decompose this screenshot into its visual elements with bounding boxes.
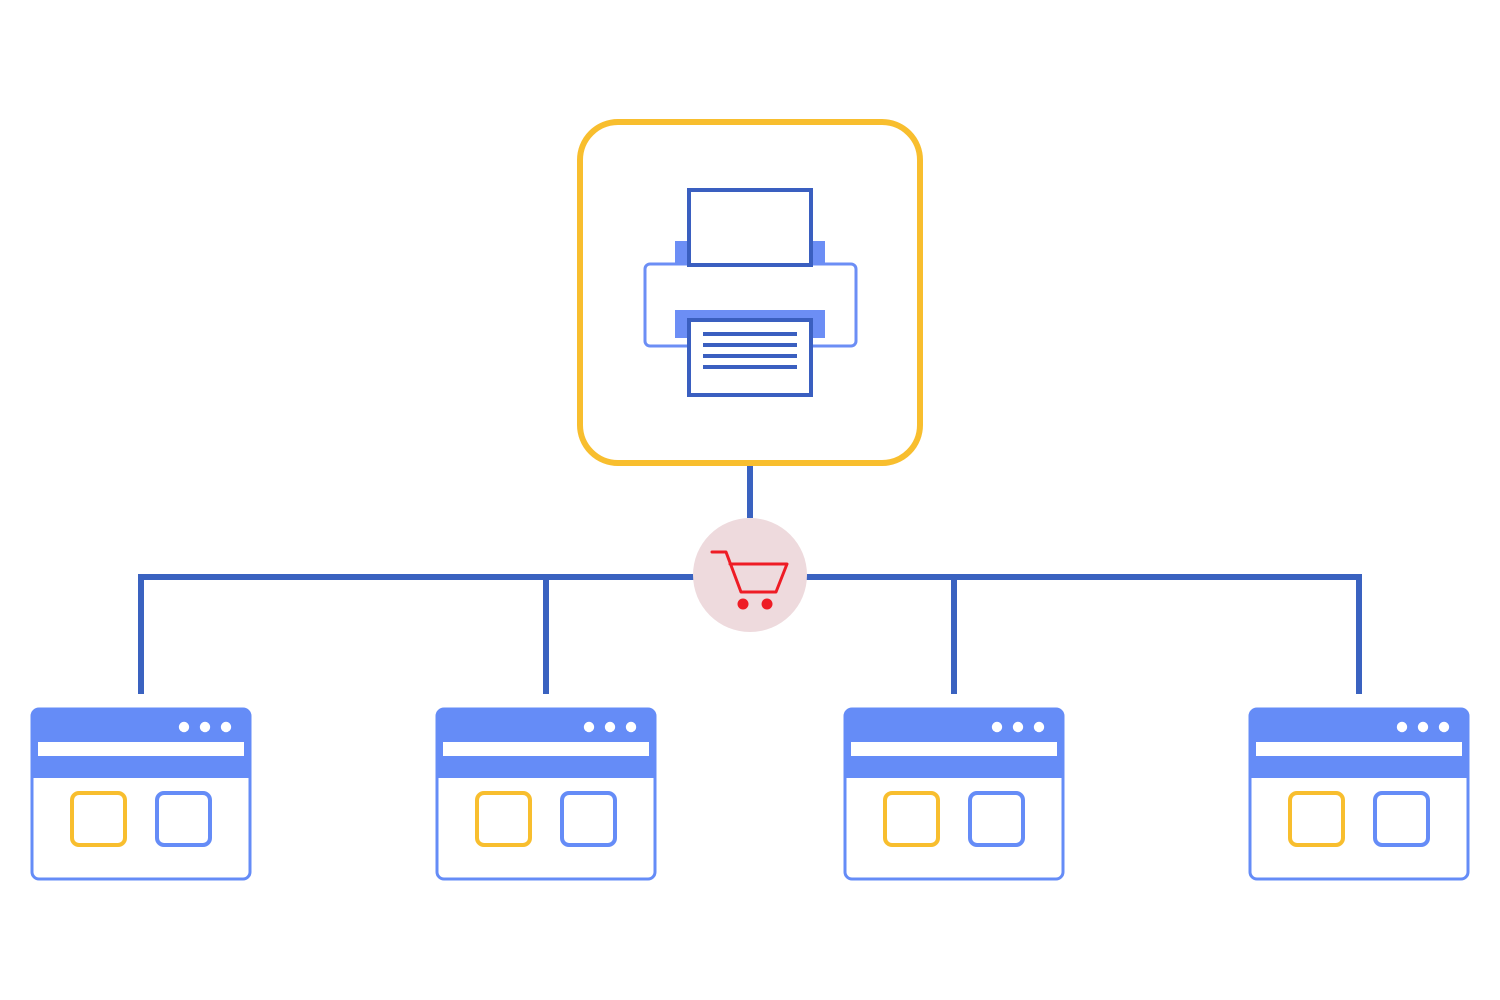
window-square-blue	[560, 791, 617, 847]
client-windows	[30, 707, 1470, 881]
client-window-3[interactable]	[843, 707, 1065, 881]
window-square-blue	[1373, 791, 1430, 847]
printer-node-frame	[577, 119, 923, 466]
window-square-yellow	[1288, 791, 1345, 847]
window-square-yellow	[70, 791, 127, 847]
window-square-yellow	[475, 791, 532, 847]
browser-window-icon	[435, 707, 657, 881]
window-square-blue	[968, 791, 1025, 847]
shopping-cart-icon	[710, 550, 789, 610]
browser-window-icon	[1248, 707, 1470, 881]
printer-node[interactable]	[577, 119, 923, 466]
client-window-4[interactable]	[1248, 707, 1470, 881]
hub-node[interactable]	[693, 518, 807, 632]
client-window-1[interactable]	[30, 707, 252, 881]
connector-lines	[138, 464, 1362, 694]
browser-window-icon	[30, 707, 252, 881]
window-square-yellow	[883, 791, 940, 847]
printer-icon	[643, 188, 858, 397]
client-window-2[interactable]	[435, 707, 657, 881]
hub-circle	[693, 518, 807, 632]
browser-window-icon	[843, 707, 1065, 881]
window-square-blue	[155, 791, 212, 847]
